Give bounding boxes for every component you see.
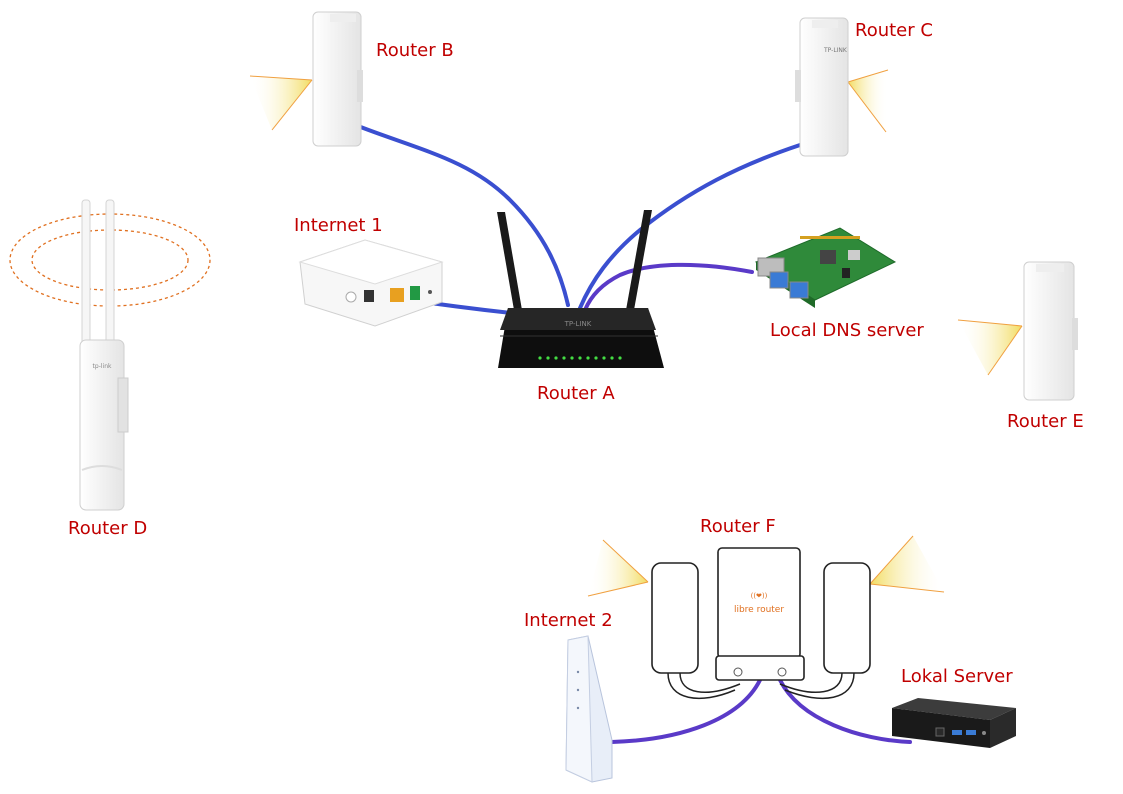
signal-beam-icon	[870, 536, 944, 592]
internet-2-device	[565, 635, 613, 783]
signal-beam-icon	[250, 76, 312, 130]
router-d-device: tp-link	[9, 199, 211, 511]
cable-dns-to-router-a	[583, 262, 754, 312]
router-f-device: ((❤)) libre router	[587, 535, 945, 700]
signal-beam-icon	[958, 320, 1022, 375]
router-b-device	[249, 11, 363, 147]
router-d-label: Router D	[68, 518, 148, 539]
signal-beam-icon	[848, 70, 888, 132]
router-b-label: Router B	[376, 40, 454, 61]
router-c-device: TP-LINK	[795, 17, 889, 157]
internet-1-label: Internet 1	[294, 215, 383, 236]
router-f-label: Router F	[700, 516, 776, 537]
local-dns-server-device	[754, 227, 897, 308]
router-e-label: Router E	[1007, 411, 1084, 432]
router-c-brand: TP-LINK	[823, 47, 848, 54]
antenna-right	[626, 210, 652, 310]
signal-beam-icon	[588, 540, 648, 596]
cable-router-f-to-internet-2	[610, 678, 762, 744]
router-a-label: Router A	[537, 383, 615, 404]
lokal-server-label: Lokal Server	[901, 666, 1013, 687]
cable-router-f-to-lokal-server	[778, 678, 912, 744]
internet-2-label: Internet 2	[524, 610, 613, 631]
local-dns-server-label: Local DNS server	[770, 320, 924, 341]
cable-router-c-to-router-a	[578, 143, 802, 310]
router-a-brand: TP-LINK	[564, 320, 592, 328]
router-f-brand: libre router	[734, 605, 784, 615]
lokal-server-device	[892, 698, 1016, 748]
cable-router-b-to-router-a	[356, 124, 570, 307]
router-d-brand: tp-link	[93, 363, 112, 370]
antenna-left	[497, 212, 522, 310]
internet-1-device	[298, 239, 444, 327]
svg-text:((❤)): ((❤))	[751, 592, 768, 600]
router-c-label: Router C	[855, 20, 933, 41]
router-e-device	[957, 261, 1078, 401]
router-a-device: TP-LINK	[497, 210, 664, 368]
